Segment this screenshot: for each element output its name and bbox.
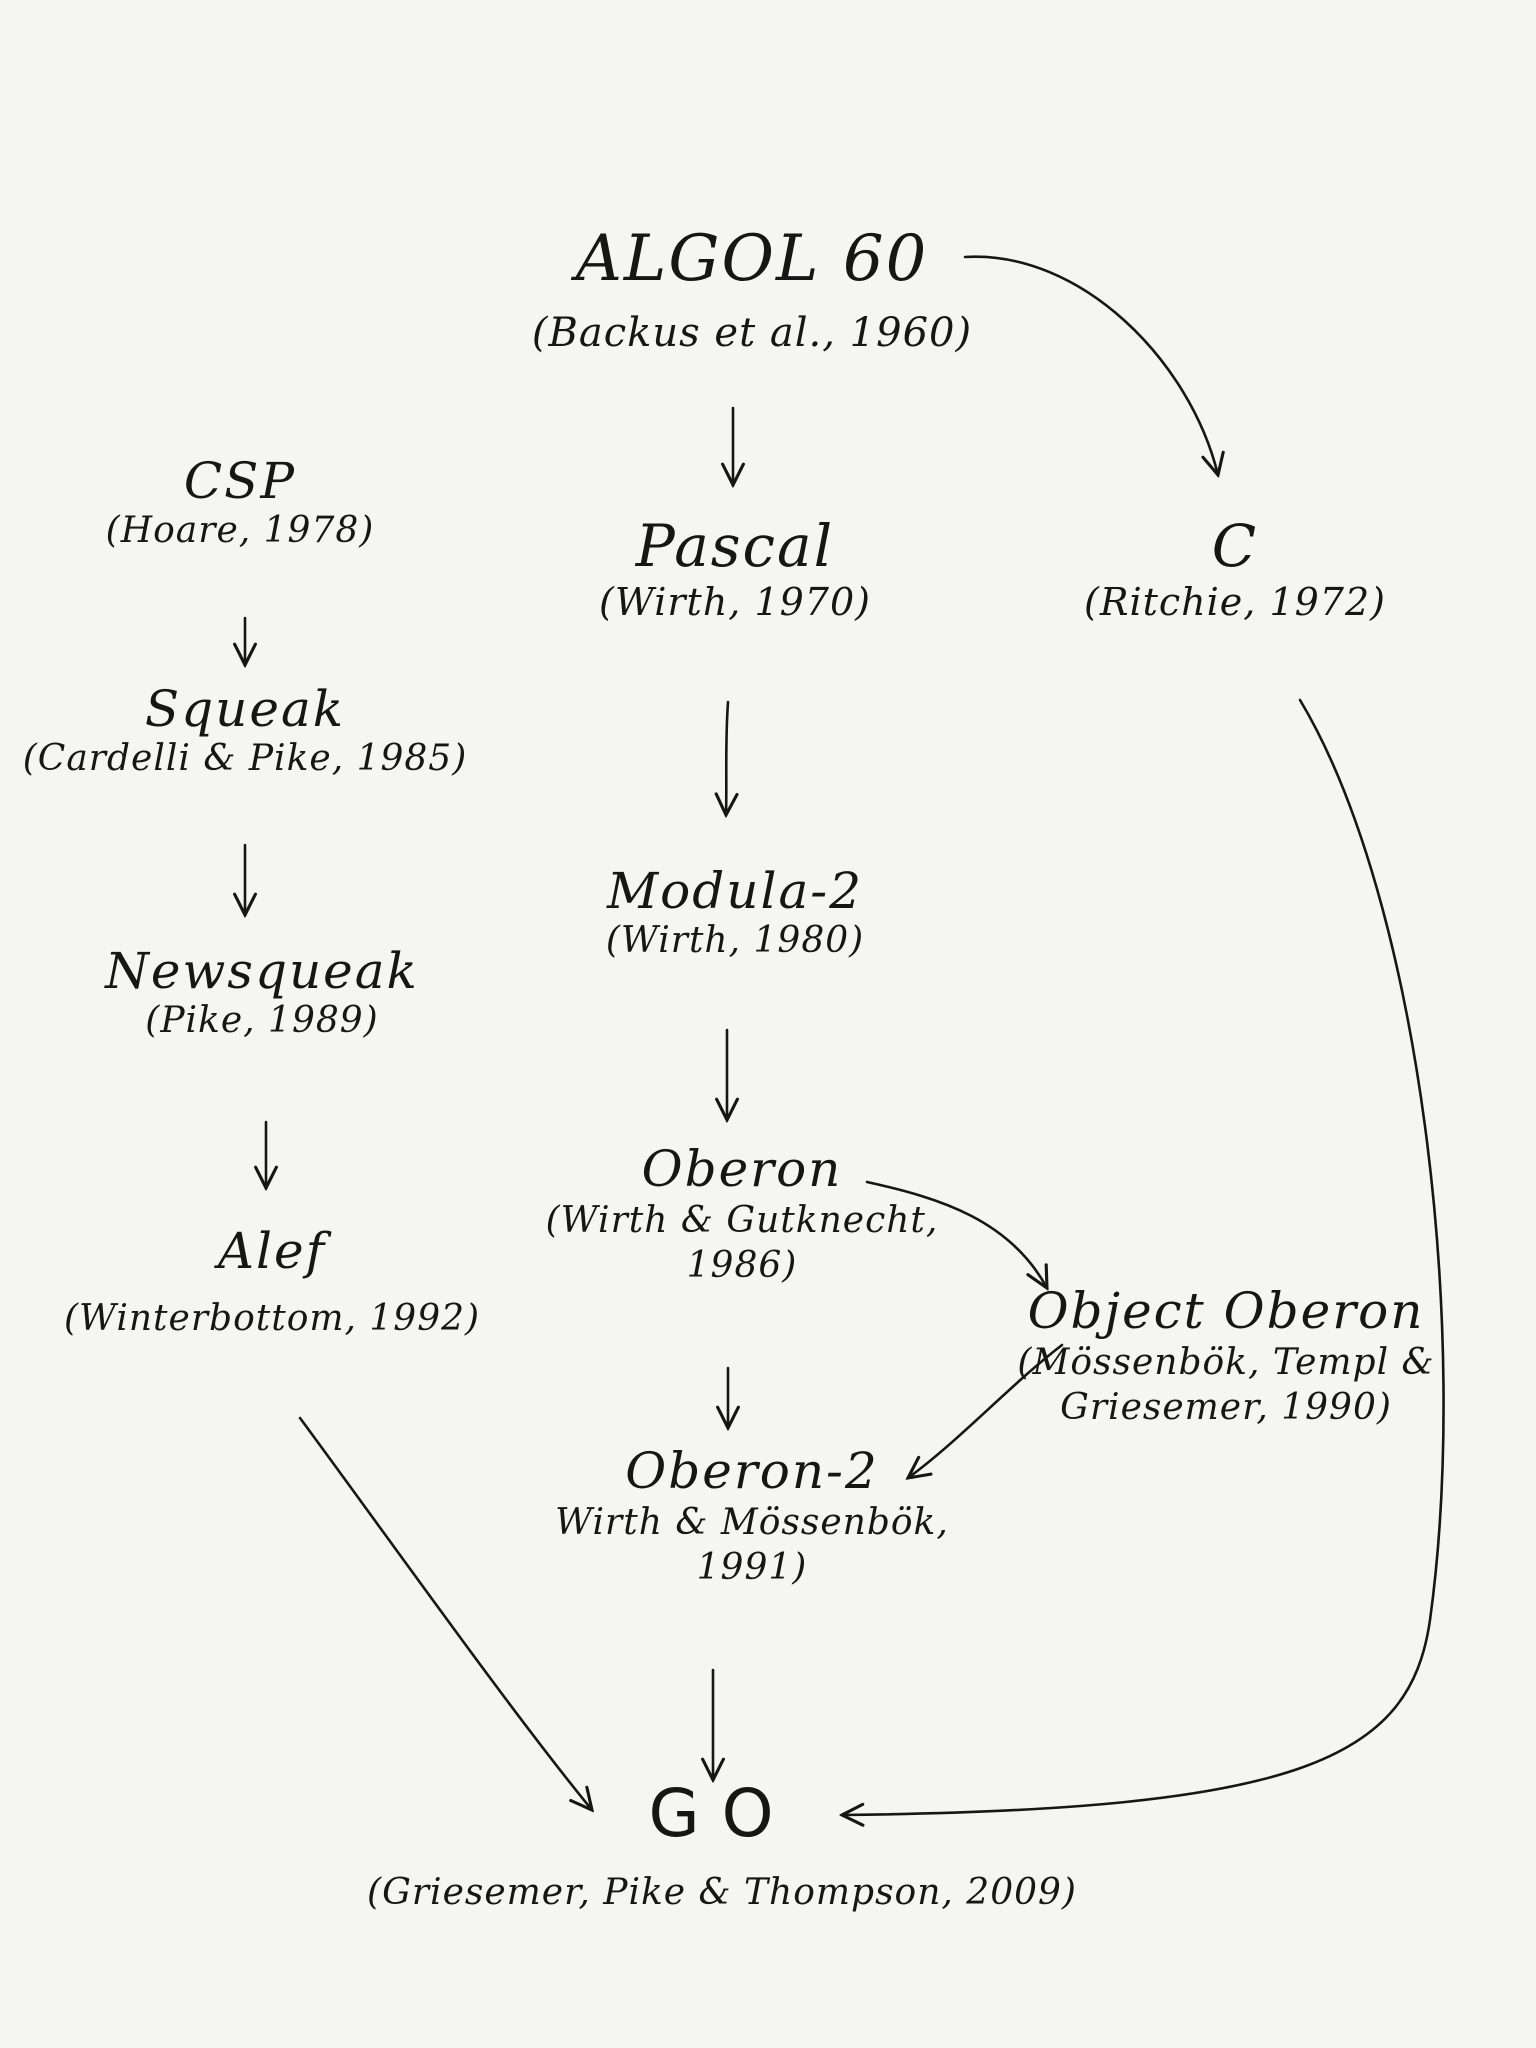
node-algol60: ALGOL 60 (Backus et al., 1960) — [532, 222, 972, 356]
node-citation: (Griesemer, Pike & Thompson, 2009) — [367, 1872, 1077, 1913]
edge-objectoberon-oberon2 — [908, 1343, 1064, 1478]
node-citation: (Backus et al., 1960) — [531, 310, 973, 356]
node-name: Oberon-2 — [625, 1442, 879, 1500]
node-citation: (Wirth & Gutknecht, 1986) — [545, 1200, 939, 1286]
node-citation: (Winterbottom, 1992) — [63, 1298, 481, 1339]
node-citation: (Wirth, 1970) — [599, 580, 871, 624]
node-squeak: Squeak (Cardelli & Pike, 1985) — [23, 680, 468, 779]
node-name: C — [1211, 512, 1259, 580]
node-go: GO (Griesemer, Pike & Thompson, 2009) — [367, 1775, 1077, 1913]
node-name: Pascal — [635, 512, 835, 580]
node-modula2: Modula-2 (Wirth, 1980) — [606, 862, 864, 961]
edge-alef-go — [298, 1416, 592, 1810]
node-citation: (Cardelli & Pike, 1985) — [22, 738, 468, 779]
node-csp: CSP (Hoare, 1978) — [106, 452, 375, 551]
node-citation: (Hoare, 1978) — [105, 510, 375, 551]
node-alef: Alef (Winterbottom, 1992) — [64, 1222, 480, 1339]
node-objectoberon: Object Oberon (Mössenbök, Templ & Griese… — [1016, 1282, 1436, 1430]
edge-c-go — [842, 698, 1445, 1815]
node-name: Object Oberon — [1027, 1282, 1425, 1340]
node-citation: (Mössenbök, Templ & Griesemer, 1990) — [1017, 1342, 1435, 1428]
node-citation: (Wirth, 1980) — [605, 920, 865, 961]
node-name: Alef — [217, 1222, 327, 1280]
node-citation: (Pike, 1989) — [145, 1000, 379, 1041]
edge-pascal-modula2 — [726, 700, 728, 815]
node-name: Modula-2 — [606, 862, 863, 920]
node-c: C (Ritchie, 1972) — [1084, 512, 1386, 624]
node-citation: Wirth & Mössenbök, 1991) — [555, 1502, 949, 1588]
node-name: Oberon — [641, 1140, 843, 1198]
edge-oberon-objectoberon — [865, 1180, 1047, 1288]
node-name: CSP — [183, 452, 297, 510]
edge-algol60-c — [963, 255, 1218, 475]
node-newsqueak: Newsqueak (Pike, 1989) — [105, 942, 419, 1041]
node-name: ALGOL 60 — [575, 222, 929, 296]
node-pascal: Pascal (Wirth, 1970) — [599, 512, 871, 624]
node-oberon: Oberon (Wirth & Gutknecht, 1986) — [532, 1140, 952, 1288]
node-oberon2: Oberon-2 Wirth & Mössenbök, 1991) — [542, 1442, 962, 1590]
node-name: Squeak — [144, 680, 346, 738]
node-name: Newsqueak — [105, 942, 419, 1000]
node-name: GO — [648, 1775, 796, 1852]
node-citation: (Ritchie, 1972) — [1084, 580, 1386, 624]
